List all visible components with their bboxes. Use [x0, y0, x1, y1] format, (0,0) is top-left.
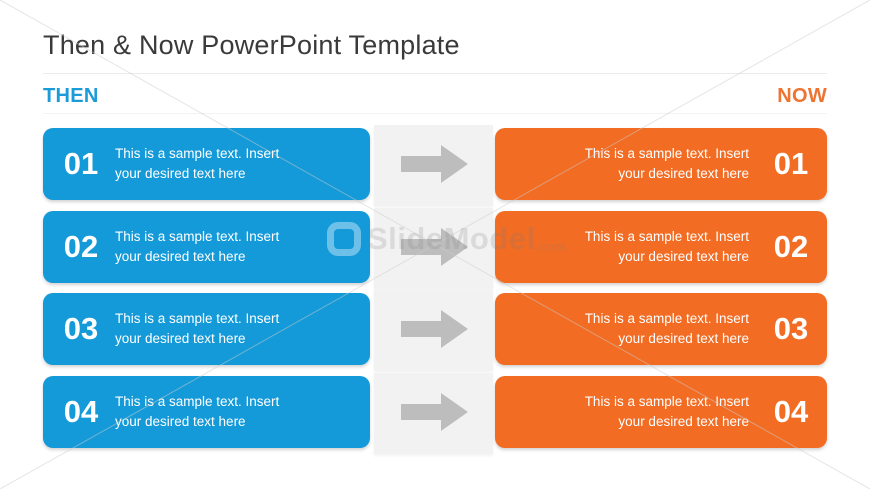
- now-card-text: This is a sample text. Insert your desir…: [584, 311, 749, 347]
- now-card-3[interactable]: This is a sample text. Insert your desir…: [495, 293, 827, 366]
- now-card-2[interactable]: This is a sample text. Insert your desir…: [495, 210, 827, 283]
- now-column-label[interactable]: NOW: [777, 85, 827, 107]
- rows-container: 01 This is a sample text. Insert your de…: [0, 125, 870, 455]
- then-column-label[interactable]: THEN: [43, 85, 99, 107]
- then-card-2[interactable]: 02 This is a sample text. Insert your de…: [43, 210, 370, 283]
- then-card-text: This is a sample text. Insert your desir…: [115, 228, 280, 264]
- now-card-number: 04: [773, 394, 809, 430]
- then-card-3[interactable]: 03 This is a sample text. Insert your de…: [43, 293, 370, 366]
- right-arrow-icon: [401, 393, 468, 432]
- then-card-number: 01: [63, 146, 99, 181]
- header-divider: [43, 113, 827, 114]
- then-card-number: 02: [63, 228, 99, 264]
- comparison-row-2: 02 This is a sample text. Insert your de…: [0, 207, 870, 289]
- now-card-number: 01: [773, 146, 809, 181]
- then-card-text: This is a sample text. Insert your desir…: [115, 394, 280, 430]
- comparison-row-3: 03 This is a sample text. Insert your de…: [0, 290, 870, 372]
- page-title[interactable]: Then & Now PowerPoint Template: [43, 30, 460, 60]
- title-divider: [43, 73, 827, 74]
- now-card-text: This is a sample text. Insert your desir…: [584, 146, 749, 181]
- now-card-number: 03: [773, 311, 809, 347]
- then-card-text: This is a sample text. Insert your desir…: [115, 146, 280, 181]
- right-arrow-icon: [401, 310, 468, 349]
- comparison-row-4: 04 This is a sample text. Insert your de…: [0, 373, 870, 455]
- then-card-1[interactable]: 01 This is a sample text. Insert your de…: [43, 128, 370, 200]
- right-arrow-icon: [401, 227, 468, 266]
- comparison-row-1: 01 This is a sample text. Insert your de…: [0, 125, 870, 206]
- right-arrow-icon: [401, 145, 468, 183]
- then-card-4[interactable]: 04 This is a sample text. Insert your de…: [43, 376, 370, 449]
- now-card-1[interactable]: This is a sample text. Insert your desir…: [495, 128, 827, 200]
- now-card-text: This is a sample text. Insert your desir…: [584, 228, 749, 264]
- now-card-number: 02: [773, 228, 809, 264]
- then-card-number: 04: [63, 394, 99, 430]
- now-card-text: This is a sample text. Insert your desir…: [584, 394, 749, 430]
- now-card-4[interactable]: This is a sample text. Insert your desir…: [495, 376, 827, 449]
- then-card-number: 03: [63, 311, 99, 347]
- then-card-text: This is a sample text. Insert your desir…: [115, 311, 280, 347]
